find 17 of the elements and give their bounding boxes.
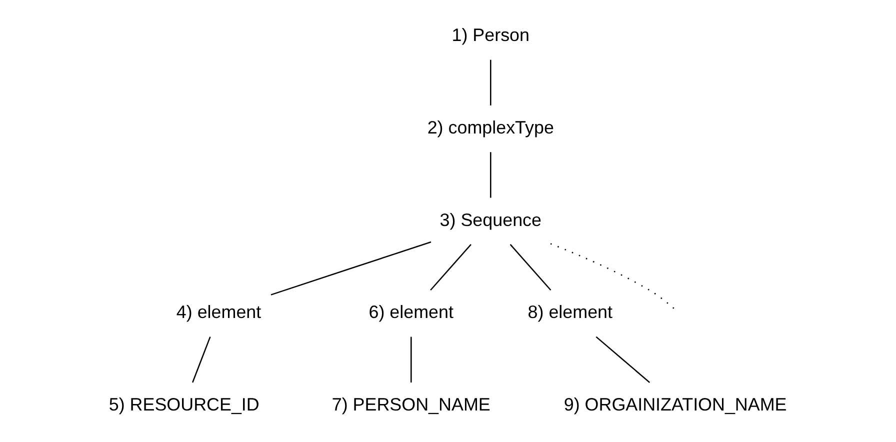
connector [596, 336, 650, 383]
connector [270, 241, 432, 296]
connector [510, 244, 552, 291]
node-text: 4) element [176, 302, 262, 322]
node-text: 1) Person [452, 25, 530, 46]
connector [490, 60, 492, 106]
node-text: 5) RESOURCE_ID [108, 394, 260, 414]
node-text: 9) ORGAINIZATION_NAME [564, 394, 787, 414]
node-text: 3) Sequence [440, 210, 542, 230]
node-text: 2) complexType [427, 117, 554, 138]
connector [430, 244, 472, 291]
node-text: 8) element [528, 302, 613, 322]
node-text: 6) element [368, 302, 454, 322]
connector [410, 336, 412, 382]
connector [490, 152, 492, 198]
node-text: 7) PERSON_NAME [332, 394, 490, 414]
connector [192, 336, 211, 383]
